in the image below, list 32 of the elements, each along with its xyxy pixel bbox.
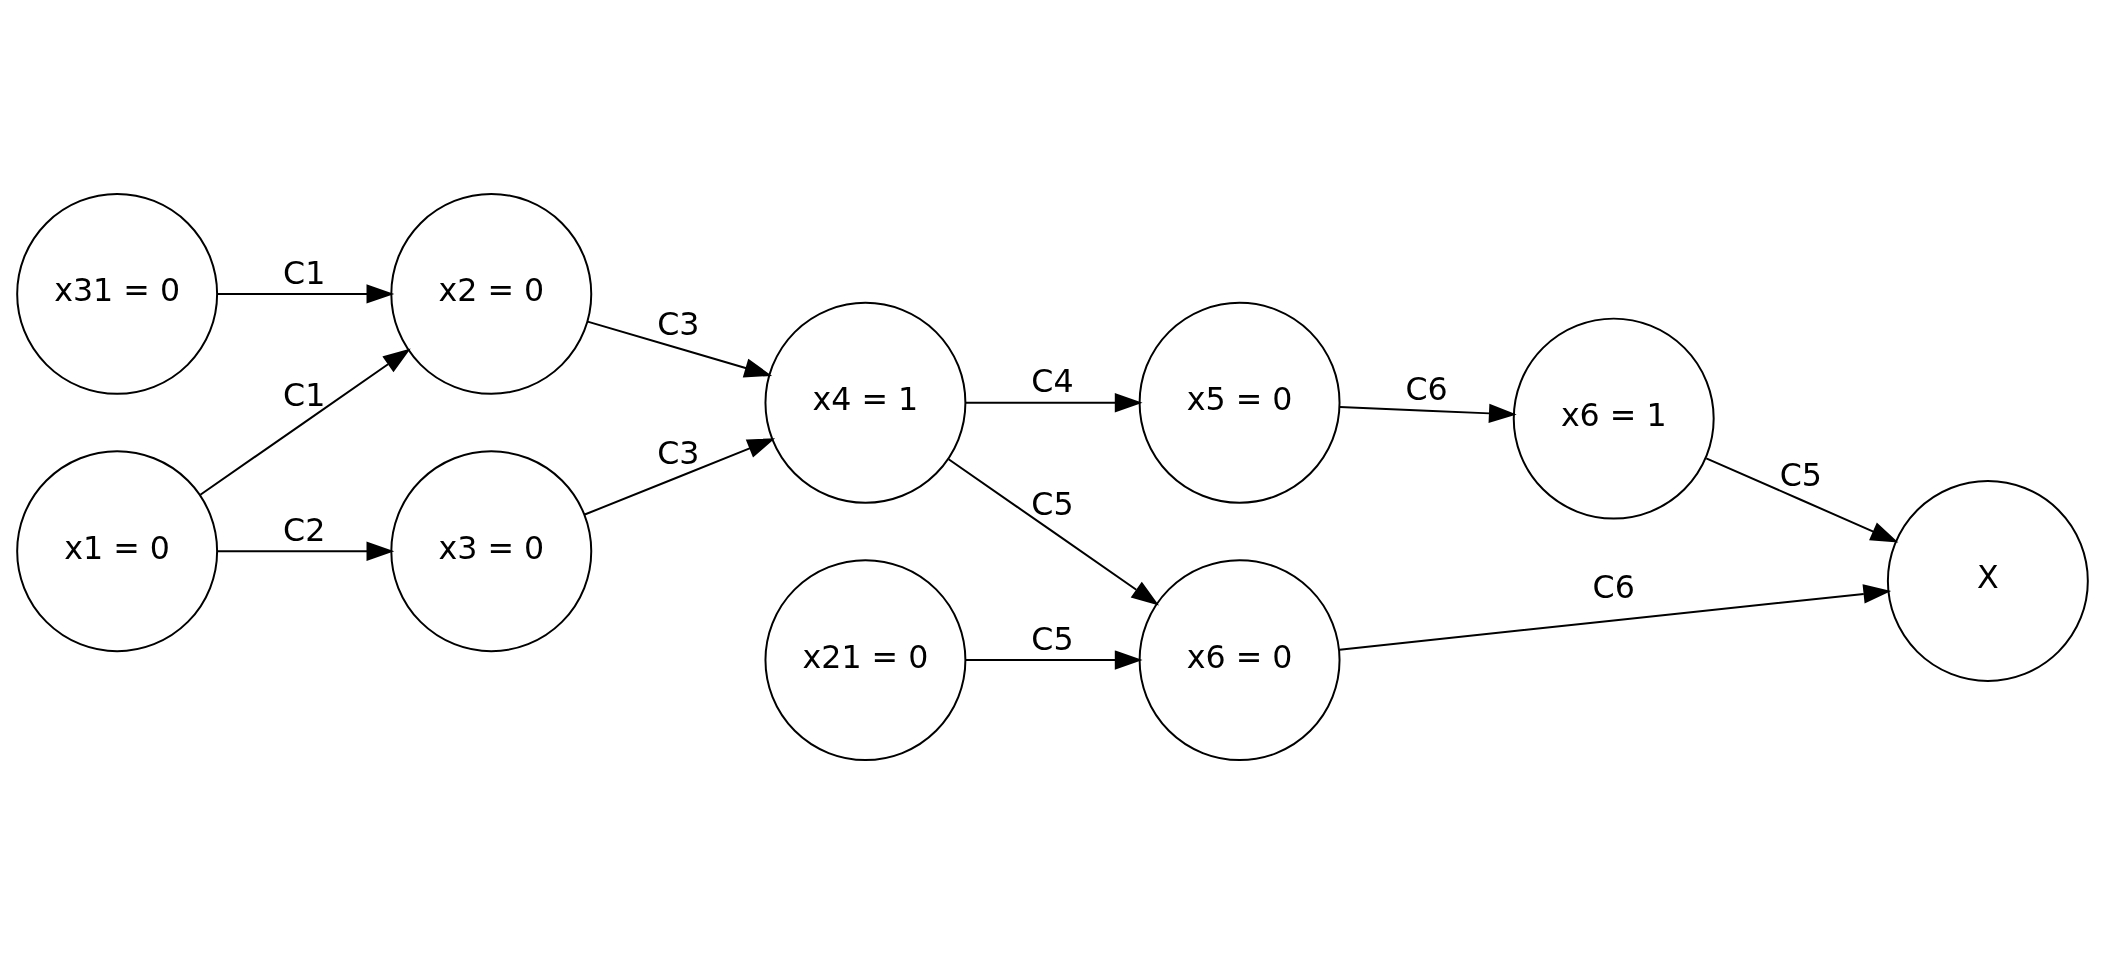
edge-label: C6: [1592, 568, 1635, 605]
node-circle: x2 = 0: [390, 192, 593, 395]
arrow: [964, 649, 1143, 670]
edge-label: C5: [1031, 485, 1074, 522]
arrow: [1705, 456, 1899, 543]
node-circle: x21 = 0: [764, 558, 967, 761]
arrow: [586, 320, 773, 377]
node-circle: x6 = 1: [1512, 317, 1715, 520]
node-circle: x4 = 1: [764, 301, 967, 504]
arrow: [1338, 583, 1892, 651]
node-circle: x3 = 0: [390, 449, 593, 652]
edge-label: C5: [1031, 620, 1074, 657]
arrow: [964, 392, 1143, 412]
edge-label: C4: [1031, 362, 1074, 399]
arrow: [947, 457, 1159, 605]
node-circle: x1 = 0: [16, 449, 219, 652]
arrow: [216, 541, 395, 561]
edge-label: C6: [1405, 370, 1448, 407]
edge-label: C1: [283, 376, 326, 413]
edge-label: C3: [657, 305, 700, 342]
node-circle: x5 = 0: [1138, 301, 1341, 504]
arrow: [199, 348, 411, 496]
edge-label: C2: [283, 511, 326, 548]
arrow: [583, 437, 776, 515]
edge-label: C1: [283, 254, 326, 291]
node-circle: X: [1886, 479, 2089, 682]
arrow: [216, 283, 395, 304]
node-circle: x6 = 0: [1138, 558, 1341, 761]
node-circle: x31 = 0: [16, 192, 219, 395]
edge-label: C3: [657, 434, 700, 471]
edge-label: C5: [1779, 456, 1822, 493]
arrow: [1338, 403, 1517, 423]
